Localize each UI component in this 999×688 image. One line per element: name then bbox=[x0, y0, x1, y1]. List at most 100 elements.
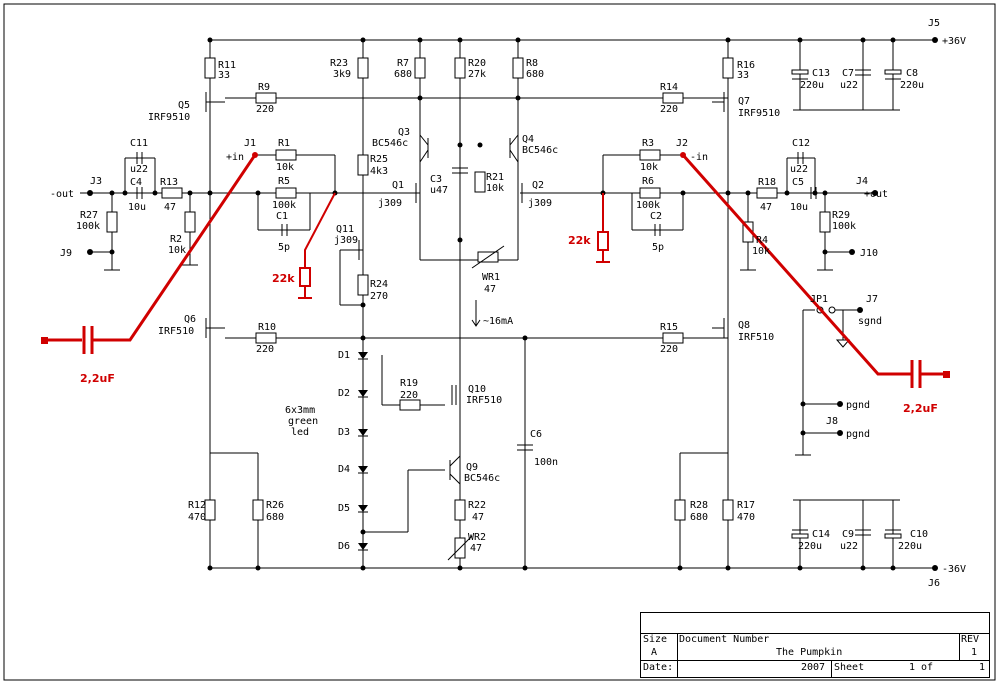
sheet-label: Sheet bbox=[834, 662, 865, 673]
label-c1-ref: C1 bbox=[276, 211, 288, 222]
label-r12-val: 470 bbox=[188, 512, 206, 523]
label-q8-val: IRF510 bbox=[738, 332, 774, 343]
label-r5-ref: R5 bbox=[278, 176, 290, 187]
label-j1-ref: J1 bbox=[244, 138, 256, 149]
mosfet-q8 bbox=[712, 318, 729, 338]
resistor-r13 bbox=[161, 187, 183, 199]
label-r19-val: 220 bbox=[400, 390, 418, 401]
label-j7-net: sgnd bbox=[858, 316, 882, 327]
label-q8-ref: Q8 bbox=[738, 320, 750, 331]
label-q4-ref: Q4 bbox=[522, 134, 534, 145]
rev-label: REV bbox=[961, 634, 980, 645]
capacitor-c6 bbox=[517, 444, 533, 451]
title-block-col-2 bbox=[959, 633, 960, 660]
label-q1-ref: Q1 bbox=[392, 180, 404, 191]
title-block: Size A Document Number The Pumpkin REV 1… bbox=[640, 612, 990, 678]
label-c5-ref: C5 bbox=[792, 177, 804, 188]
size-label: Size bbox=[643, 634, 668, 645]
resistor-r7 bbox=[414, 57, 426, 79]
label-q3-val: BC546c bbox=[372, 138, 408, 149]
label-c2-ref: C2 bbox=[650, 211, 662, 222]
resistor-r1 bbox=[275, 149, 297, 161]
label-r6-ref: R6 bbox=[642, 176, 654, 187]
mod-left-resistor bbox=[299, 267, 311, 287]
terminal-j10 bbox=[849, 249, 855, 255]
label-j7-ref: J7 bbox=[866, 294, 878, 305]
date-year: 2007 bbox=[801, 662, 826, 673]
size-value: A bbox=[651, 647, 658, 658]
jumper-jp1-pin-b bbox=[828, 306, 836, 314]
bjt-q3 bbox=[419, 134, 429, 163]
label-r29-ref: R29 bbox=[832, 210, 850, 221]
resistor-r18 bbox=[756, 187, 778, 199]
label-jp1: JP1 bbox=[810, 294, 828, 305]
label-c9-val: u22 bbox=[840, 541, 858, 552]
label-c8-ref: C8 bbox=[906, 68, 918, 79]
terminal-j3 bbox=[87, 190, 93, 196]
mosfet-q6 bbox=[205, 318, 225, 338]
label-r27-val: 100k bbox=[76, 221, 100, 232]
label-r15-val: 220 bbox=[660, 344, 678, 355]
label-r3-val: 10k bbox=[640, 162, 658, 173]
label-j9-ref: J9 bbox=[60, 248, 72, 259]
resistor-r6 bbox=[639, 187, 661, 199]
label-r2-ref: R2 bbox=[170, 234, 182, 245]
label-q2-ref: Q2 bbox=[532, 180, 544, 191]
mod-right-capacitor-label: 2,2uF bbox=[903, 402, 938, 415]
label-r8-ref: R8 bbox=[526, 58, 538, 69]
terminal-j7 bbox=[857, 307, 863, 313]
ground-sgnd bbox=[835, 339, 851, 348]
current-arrow-head bbox=[471, 319, 481, 327]
resistor-r24 bbox=[357, 274, 369, 296]
title-block-rule-2 bbox=[641, 660, 989, 661]
label-c5-val: 10u bbox=[790, 202, 808, 213]
label-d5: D5 bbox=[338, 503, 350, 514]
label-r23-val: 3k9 bbox=[333, 69, 351, 80]
label-c4-val: 10u bbox=[128, 202, 146, 213]
led-d4 bbox=[358, 466, 368, 474]
led-d2 bbox=[358, 390, 368, 398]
label-r1-ref: R1 bbox=[278, 138, 290, 149]
resistor-r5 bbox=[275, 187, 297, 199]
label-r12-ref: R12 bbox=[188, 500, 206, 511]
led-d3 bbox=[358, 429, 368, 437]
capacitor-c13 bbox=[791, 69, 809, 80]
label-r15-ref: R15 bbox=[660, 322, 678, 333]
label-r19-ref: R19 bbox=[400, 378, 418, 389]
label-j4-ref: J4 bbox=[856, 176, 868, 187]
label-c1-val: 5p bbox=[278, 242, 290, 253]
bjt-q9 bbox=[449, 455, 461, 485]
label-r20-val: 27k bbox=[468, 69, 486, 80]
document-title: The Pumpkin bbox=[776, 647, 843, 658]
label-d3: D3 bbox=[338, 427, 350, 438]
label-q4-val: BC546c bbox=[522, 145, 558, 156]
label-q7-ref: Q7 bbox=[738, 96, 750, 107]
label-r20-ref: R20 bbox=[468, 58, 486, 69]
capacitor-c14 bbox=[791, 529, 809, 539]
label-j8-net: pgnd bbox=[846, 429, 870, 440]
label-d4: D4 bbox=[338, 464, 350, 475]
label-c8-val: 220u bbox=[900, 80, 924, 91]
led-d5 bbox=[358, 505, 368, 513]
label-r23-ref: R23 bbox=[330, 58, 348, 69]
label-c9-ref: C9 bbox=[842, 529, 854, 540]
label-q11-ref: Q11 bbox=[336, 224, 354, 235]
label-q2-val: j309 bbox=[528, 198, 552, 209]
label-r29-val: 100k bbox=[832, 221, 856, 232]
capacitor-c11 bbox=[136, 152, 143, 164]
label-c6-val: 100n bbox=[534, 457, 558, 468]
mod-left-resistor-wire bbox=[304, 192, 336, 268]
resistor-r29 bbox=[819, 211, 831, 233]
resistor-r12 bbox=[204, 499, 216, 521]
label-j6-ref: J6 bbox=[928, 578, 940, 589]
label-r26-val: 680 bbox=[266, 512, 284, 523]
mod-right-resistor-label: 22k bbox=[568, 234, 591, 247]
capacitor-c12 bbox=[797, 152, 804, 164]
mod-right-capacitor-icon bbox=[910, 360, 922, 388]
label-c13-ref: C13 bbox=[812, 68, 830, 79]
rev-value: 1 bbox=[971, 647, 978, 658]
label-j3-net: -out bbox=[50, 189, 74, 200]
bjt-q4 bbox=[509, 134, 519, 163]
capacitor-c4 bbox=[136, 187, 143, 199]
label-r21-val: 10k bbox=[486, 183, 504, 194]
